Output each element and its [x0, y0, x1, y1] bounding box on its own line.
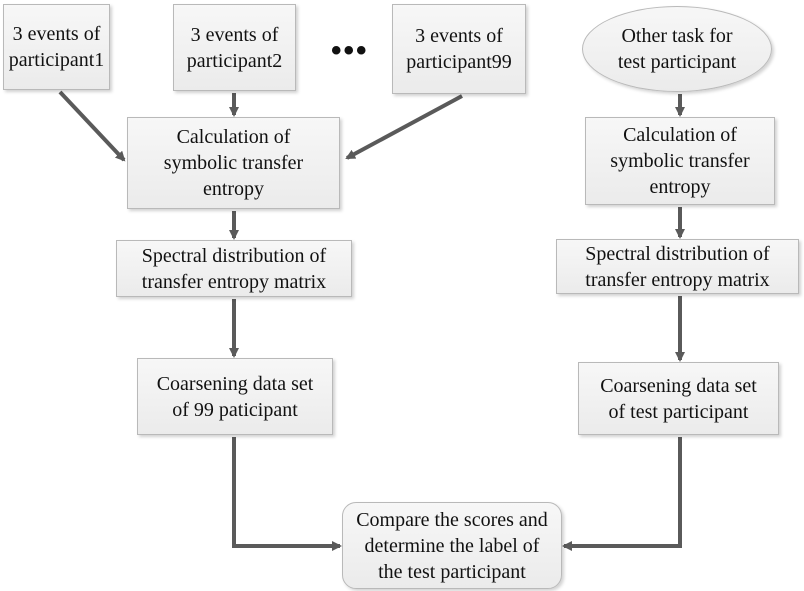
input-participant2: 3 events of participant2 [173, 4, 296, 91]
arrow-coarsen-to-compare-right [562, 437, 682, 551]
input-other-task: Other task for test participant [582, 6, 772, 92]
calc-symbolic-transfer-entropy-right: Calculation of symbolic transfer entropy [585, 117, 775, 205]
calc-symbolic-transfer-entropy-left: Calculation of symbolic transfer entropy [127, 117, 340, 209]
coarsening-left: Coarsening data set of 99 paticipant [137, 358, 333, 435]
arrow-p1-to-calc [58, 90, 126, 162]
ellipsis-dots: ••• [331, 34, 369, 67]
spectral-distribution-right: Spectral distribution of transfer entrop… [556, 239, 799, 294]
input-participant1: 3 events of participant1 [3, 4, 110, 90]
input-participant99: 3 events of participant99 [392, 4, 526, 94]
coarsening-right: Coarsening data set of test participant [578, 362, 779, 435]
spectral-distribution-left: Spectral distribution of transfer entrop… [116, 240, 352, 297]
arrow-coarsen-to-compare [232, 437, 342, 551]
compare-scores: Compare the scores and determine the lab… [342, 502, 562, 589]
arrow-p99-to-calc [345, 94, 463, 160]
